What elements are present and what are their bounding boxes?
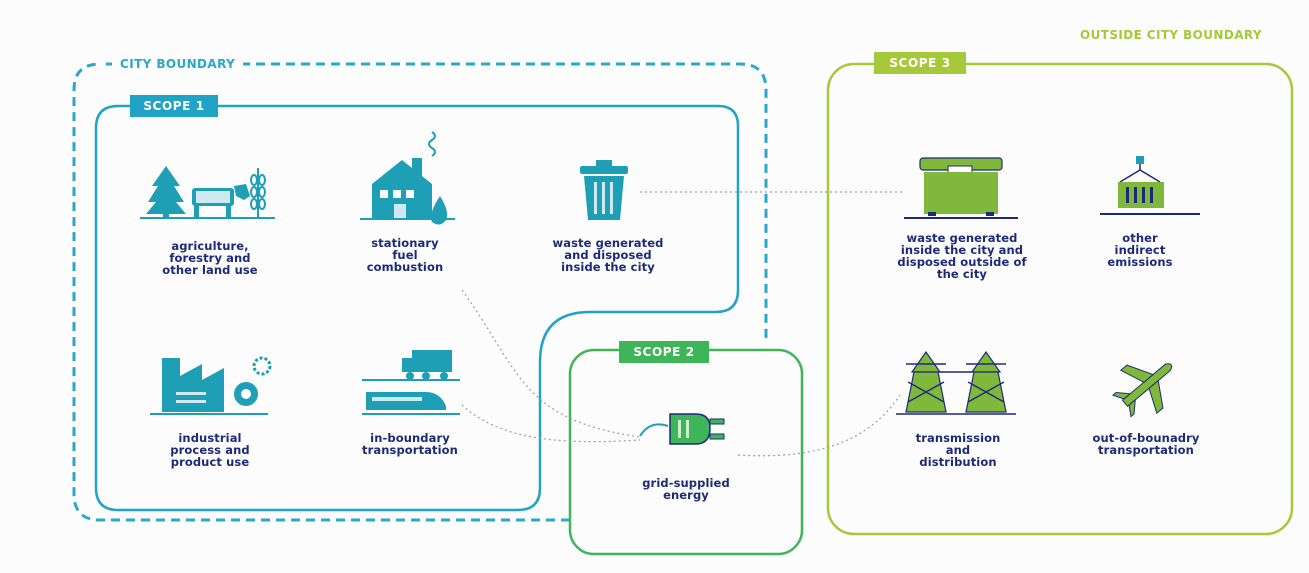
scope3-outline [826,62,1294,536]
label-transport-in: in-boundary transportation [362,431,458,457]
label-agriculture: agriculture, forestry and other land use [162,239,258,277]
city-boundary-outline [72,62,768,522]
label-transmission: transmission and distribution [915,431,1001,469]
city-boundary-label: CITY BOUNDARY [112,57,244,71]
label-waste-inside: waste generated and disposed inside the … [552,236,664,274]
scope3-tag: SCOPE 3 [874,52,966,74]
label-industrial: industrial process and product use [170,431,250,469]
scope2-tag: SCOPE 2 [619,341,709,363]
outside-boundary-label: OUTSIDE CITY BOUNDARY [1080,28,1262,42]
label-stationary: stationary fuel combustion [366,236,444,274]
label-waste-outside: waste generated inside the city and disp… [897,231,1027,281]
label-transport-out: out-of-bounadry transportation [1092,431,1200,457]
connector-transmission [737,394,901,457]
label-grid: grid-supplied energy [642,476,730,502]
connector-stationary [461,289,641,438]
connector-transport [461,404,641,443]
scope1-outline [94,104,740,512]
scope1-tag: SCOPE 1 [130,95,218,117]
label-other-indirect: other indirect emissions [1107,231,1173,269]
